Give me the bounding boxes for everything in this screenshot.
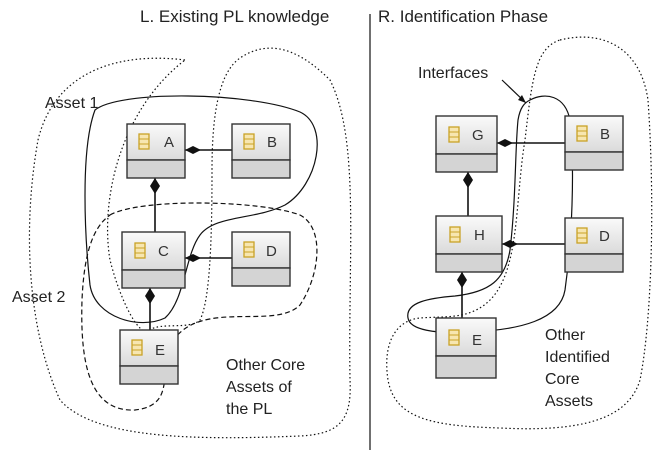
- composition-diamond-g-h: [463, 172, 473, 188]
- left-panel: A B C: [12, 47, 352, 439]
- left-panel-title: L. Existing PL knowledge: [140, 7, 329, 26]
- other-identified-label-line3: Core: [545, 371, 580, 388]
- right-panel: G B H: [386, 36, 653, 430]
- class-name-e: E: [155, 342, 165, 359]
- composition-diamond-c-e: [145, 288, 155, 304]
- asset2-region: [81, 202, 318, 411]
- other-core-assets-label-line2: Assets of: [226, 379, 292, 396]
- class-icon: [131, 339, 143, 356]
- other-identified-label-line2: Identified: [545, 349, 610, 366]
- class-name-g: G: [472, 127, 484, 144]
- asset2-label: Asset 2: [12, 289, 65, 306]
- class-name-h: H: [474, 227, 485, 244]
- class-box-d[interactable]: D: [231, 231, 291, 287]
- composition-diamond-c-d: [185, 254, 201, 262]
- class-name-b: B: [267, 134, 277, 151]
- class-box-c[interactable]: C: [121, 231, 186, 289]
- composition-diamond-h-d: [502, 240, 518, 248]
- class-name-c: C: [158, 243, 169, 260]
- composition-diamond-a-b: [185, 146, 201, 154]
- class-name-d: D: [266, 243, 277, 260]
- interfaces-arrowhead: [518, 95, 526, 103]
- class-box-h[interactable]: H: [435, 215, 503, 273]
- class-box-a[interactable]: A: [126, 123, 186, 179]
- class-icon: [138, 133, 150, 150]
- other-identified-label-line1: Other: [545, 327, 586, 344]
- class-icon: [576, 125, 588, 142]
- class-icon: [134, 242, 146, 259]
- right-panel-title: R. Identification Phase: [378, 7, 548, 26]
- interfaces-label: Interfaces: [418, 65, 488, 82]
- class-box-e[interactable]: E: [119, 329, 179, 385]
- other-core-assets-label-line3: the PL: [226, 401, 272, 418]
- composition-diamond-h-e: [457, 272, 467, 288]
- other-core-assets-label-line1: Other Core: [226, 357, 305, 374]
- class-name-e-right: E: [472, 332, 482, 349]
- composition-diamond-g-b: [497, 139, 513, 147]
- class-box-b-right[interactable]: B: [564, 115, 624, 171]
- class-icon: [448, 329, 460, 346]
- class-icon: [448, 126, 460, 143]
- interfaces-region: [407, 95, 574, 334]
- composition-diamond-a-c: [150, 178, 160, 194]
- class-box-d-right[interactable]: D: [564, 217, 624, 273]
- other-core-assets-region: [28, 47, 352, 439]
- class-box-b[interactable]: B: [231, 123, 291, 179]
- class-name-d-right: D: [599, 228, 610, 245]
- class-box-g[interactable]: G: [435, 115, 498, 173]
- class-name-b-right: B: [600, 126, 610, 143]
- class-box-e-right[interactable]: E: [435, 317, 497, 379]
- other-identified-label-line4: Assets: [545, 393, 593, 410]
- class-icon: [243, 133, 255, 150]
- class-icon: [576, 227, 588, 244]
- class-icon: [449, 226, 461, 243]
- class-name-a: A: [164, 134, 174, 151]
- asset1-label: Asset 1: [45, 95, 98, 112]
- asset1-region: [84, 95, 318, 324]
- other-identified-assets-region: [386, 36, 653, 430]
- class-icon: [243, 241, 255, 258]
